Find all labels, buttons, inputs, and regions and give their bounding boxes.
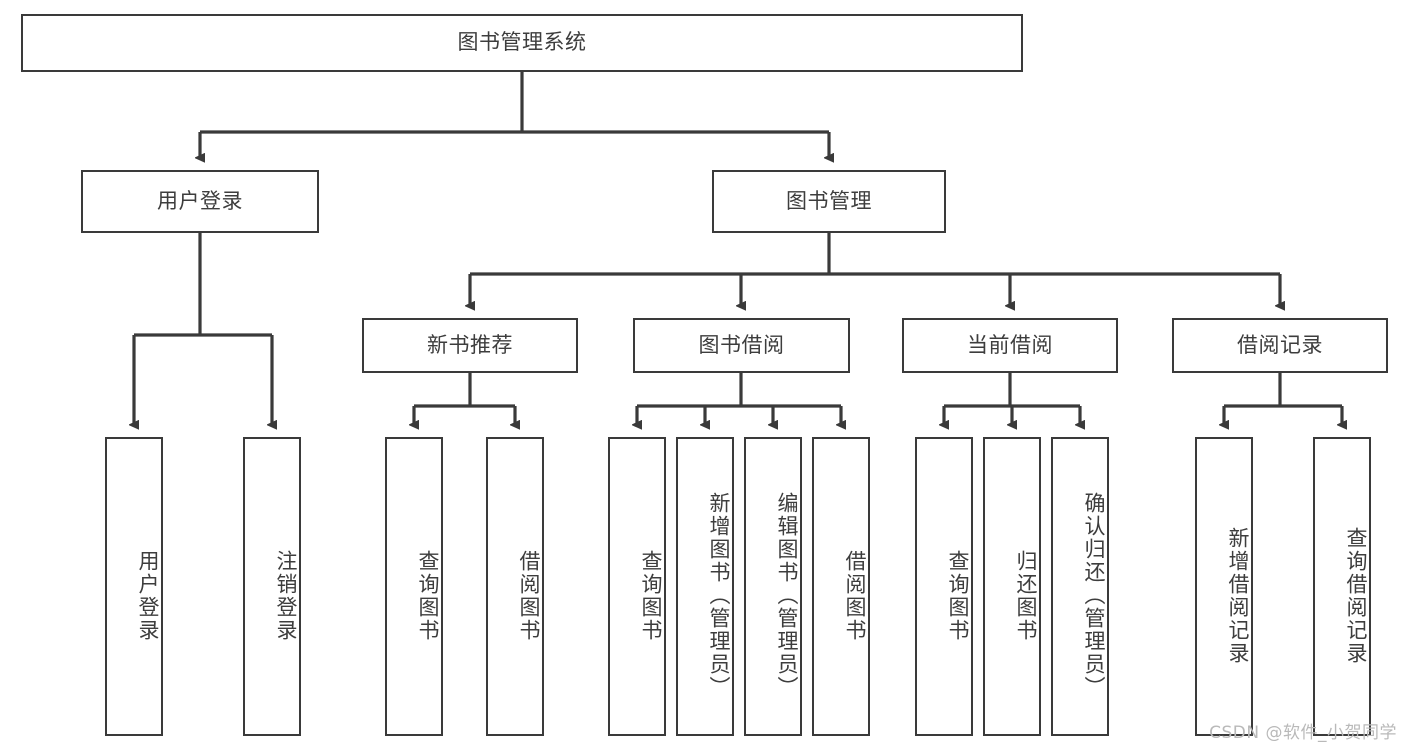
node-borrow-record[interactable]: 借阅记录 [1172, 318, 1388, 373]
leaf-label: 查询图书 [416, 549, 440, 642]
leaf-logout[interactable]: 注销登录 [243, 437, 301, 736]
leaf-borrow-book[interactable]: 借阅图书 [812, 437, 870, 736]
leaf-label: 新增借阅记录 [1226, 526, 1250, 665]
leaf-label: 查询图书 [639, 549, 663, 642]
leaf-label: 注销登录 [274, 549, 298, 642]
leaf-label: 新增图书（管理员） [707, 492, 731, 699]
leaf-label: 借阅图书 [843, 549, 867, 642]
leaf-query-book-borrow[interactable]: 查询图书 [608, 437, 666, 736]
node-new-book-recommend[interactable]: 新书推荐 [362, 318, 578, 373]
leaf-user-login[interactable]: 用户登录 [105, 437, 163, 736]
leaf-add-borrow-record[interactable]: 新增借阅记录 [1195, 437, 1253, 736]
csdn-watermark: CSDN @软件_小贺同学 [1209, 723, 1397, 743]
leaf-query-book-recommend[interactable]: 查询图书 [385, 437, 443, 736]
leaf-edit-book-admin[interactable]: 编辑图书（管理员） [744, 437, 802, 736]
leaf-label: 用户登录 [136, 549, 160, 642]
edge-group-book-manage [470, 233, 1280, 306]
edge-group-new-book-rec [414, 373, 515, 425]
edge-group-current-borrow [944, 373, 1080, 425]
leaf-label: 编辑图书（管理员） [775, 492, 799, 699]
edge-group-book-borrow [637, 373, 841, 425]
node-user-login[interactable]: 用户登录 [81, 170, 319, 233]
edge-group-user-login [134, 233, 272, 425]
edge-group-borrow-record [1224, 373, 1342, 425]
leaf-label: 查询借阅记录 [1344, 526, 1368, 665]
leaf-label: 借阅图书 [517, 549, 541, 642]
edge-group-root [200, 72, 829, 158]
leaf-borrow-book-recommend[interactable]: 借阅图书 [486, 437, 544, 736]
leaf-label: 归还图书 [1014, 549, 1038, 642]
node-current-borrow[interactable]: 当前借阅 [902, 318, 1118, 373]
leaf-label: 确认归还（管理员） [1082, 492, 1106, 699]
leaf-add-book-admin[interactable]: 新增图书（管理员） [676, 437, 734, 736]
leaf-confirm-return-admin[interactable]: 确认归还（管理员） [1051, 437, 1109, 736]
leaf-return-book[interactable]: 归还图书 [983, 437, 1041, 736]
leaf-query-borrow-record[interactable]: 查询借阅记录 [1313, 437, 1371, 736]
leaf-query-book-current[interactable]: 查询图书 [915, 437, 973, 736]
node-book-borrow[interactable]: 图书借阅 [633, 318, 850, 373]
node-book-manage[interactable]: 图书管理 [712, 170, 946, 233]
node-root[interactable]: 图书管理系统 [21, 14, 1023, 72]
leaf-label: 查询图书 [946, 549, 970, 642]
